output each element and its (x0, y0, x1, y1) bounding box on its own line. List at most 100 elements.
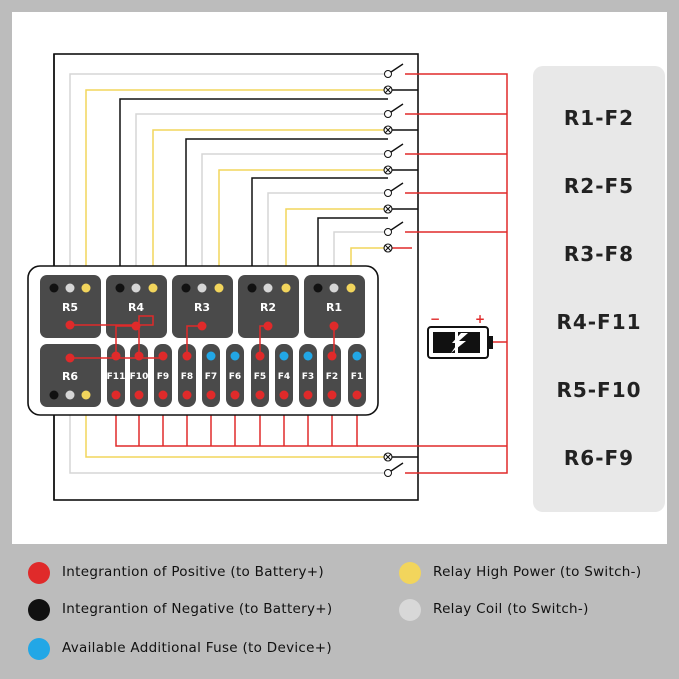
load-4 (383, 204, 393, 214)
negative-terminal (49, 390, 59, 400)
black-dot-icon (28, 599, 50, 621)
additional-fuse-dot (303, 351, 313, 361)
fuse-slot (107, 344, 125, 407)
relay-label: R6 (62, 370, 78, 383)
relay-terminals (49, 283, 356, 400)
fuse-label: F3 (302, 372, 314, 382)
mapping-item: R6-F9 (563, 446, 635, 470)
additional-fuse-dot (230, 351, 240, 361)
fuse-slot (226, 344, 244, 407)
high-power-terminal (81, 390, 91, 400)
fuse-slot (251, 344, 269, 407)
positive-dot (206, 390, 216, 400)
coil-terminal (65, 283, 75, 293)
negative-wires (53, 54, 388, 500)
load-returns (392, 89, 418, 458)
switch-6 (384, 462, 404, 477)
positive-dot (352, 390, 362, 400)
high-power-terminal (281, 283, 291, 293)
legend-label: Integrantion of Negative (to Battery+) (62, 601, 333, 617)
switch-5 (384, 221, 404, 236)
load-symbols (383, 85, 393, 462)
negative-terminal (115, 283, 125, 293)
wiring-diagram: R5 R4 R3 R2 R1 R6 (27, 53, 508, 501)
fuse-label: F7 (205, 372, 217, 382)
fuse-slot (202, 344, 220, 407)
coil-terminal (329, 283, 339, 293)
fuse-f6: F6 (226, 344, 244, 407)
fuse-f5: F5 (251, 344, 269, 407)
load-2 (383, 125, 393, 135)
mapping-item: R1-F2 (563, 106, 635, 130)
high-power-terminal (148, 283, 158, 293)
blue-dot-icon (28, 638, 50, 660)
additional-fuse-dot (206, 351, 216, 361)
fuse-slot (178, 344, 196, 407)
fuse-slot (130, 344, 148, 407)
positive-dot (131, 321, 141, 331)
coil-terminal (197, 283, 207, 293)
fuse-f1: F1 (348, 344, 366, 407)
positive-dot (303, 390, 313, 400)
positive-dot (255, 351, 265, 361)
high-power-terminal (346, 283, 356, 293)
positive-dot (65, 320, 75, 330)
fuse-f10: F10 (130, 344, 148, 407)
fuse-slot (299, 344, 317, 407)
switch-1 (384, 63, 404, 78)
relay-label: R4 (128, 301, 144, 314)
positive-dot (197, 321, 207, 331)
negative-terminal (247, 283, 257, 293)
diagram-panel: R5 R4 R3 R2 R1 R6 (12, 12, 667, 544)
high-power-terminal (81, 283, 91, 293)
positive-dot (158, 390, 168, 400)
mapping-item: R2-F5 (563, 174, 635, 198)
mapping-item: R5-F10 (556, 378, 642, 402)
positive-dot (327, 351, 337, 361)
positive-dot (134, 390, 144, 400)
coil-terminal (263, 283, 273, 293)
fuse-f9: F9 (154, 344, 172, 407)
fuse-label: F8 (181, 372, 193, 382)
battery-minus-sign: − (430, 312, 440, 326)
mapping-item: R3-F8 (563, 242, 635, 266)
legend-label: Available Additional Fuse (to Device+) (62, 640, 332, 656)
fuse-f4: F4 (275, 344, 293, 407)
positive-dot (279, 390, 289, 400)
high-power-terminal (214, 283, 224, 293)
additional-fuse-dot (279, 351, 289, 361)
legend-label: Relay High Power (to Switch-) (433, 564, 642, 580)
yellow-dot-icon (399, 562, 421, 584)
fuse-label: F4 (278, 372, 290, 382)
legend-label: Relay Coil (to Switch-) (433, 601, 589, 617)
load-1 (383, 85, 393, 95)
positive-dot (111, 390, 121, 400)
fuse-slot (275, 344, 293, 407)
fuse-label: F9 (157, 372, 169, 382)
relay-label: R1 (326, 301, 342, 314)
relay-label: R2 (260, 301, 276, 314)
fuse-f11: F11 (107, 344, 125, 407)
load-5 (383, 243, 393, 253)
negative-terminal (313, 283, 323, 293)
fuse-label: F5 (254, 372, 266, 382)
load-6 (383, 452, 393, 462)
red-dot-icon (28, 562, 50, 584)
battery-icon (427, 326, 493, 359)
fuse-slot (154, 344, 172, 407)
fuse-slot (323, 344, 341, 407)
gray-dot-icon (399, 599, 421, 621)
coil-wires (69, 73, 388, 474)
negative-terminal (49, 283, 59, 293)
switch-3 (384, 143, 404, 158)
positive-dot (327, 390, 337, 400)
switches (384, 63, 404, 477)
positive-dot (255, 390, 265, 400)
positive-dot (263, 321, 273, 331)
fuse-f3: F3 (299, 344, 317, 407)
switch-2 (384, 103, 404, 118)
mapping-item: R4-F11 (556, 310, 642, 334)
battery: − + (427, 312, 493, 359)
positive-dot (230, 390, 240, 400)
